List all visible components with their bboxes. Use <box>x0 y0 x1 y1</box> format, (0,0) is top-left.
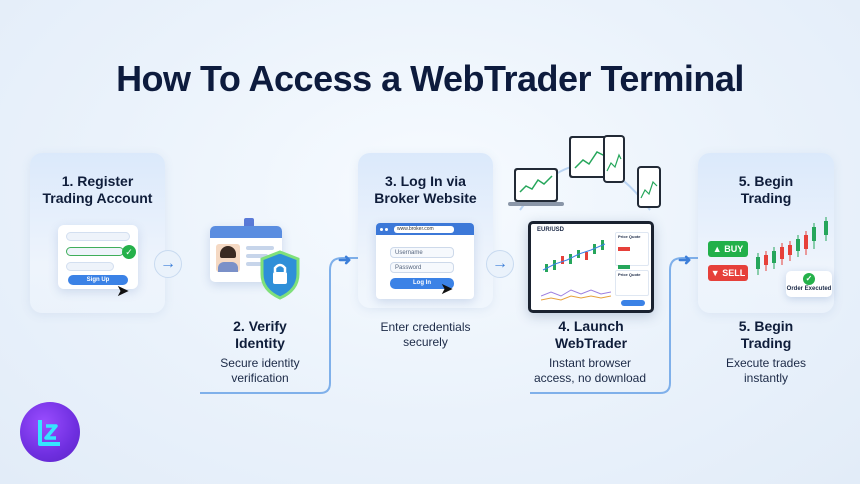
cursor-icon: ➤ <box>116 283 130 300</box>
password-field[interactable]: Password <box>390 262 454 273</box>
arrow-up-right-icon: ➜ <box>338 252 352 269</box>
triangle-up-icon: ▲ <box>712 244 722 254</box>
webtrader-monitor: EUR/USD Price Quote Price Quote <box>528 221 654 313</box>
check-icon: ✓ <box>122 245 136 259</box>
price-panel: Price Quote <box>615 270 649 296</box>
register-field[interactable] <box>66 247 124 256</box>
step-5-card: 5. Begin Trading ▲ BUY ▼ SELL ✓ Order Ex… <box>698 153 834 313</box>
step-5-desc: Execute trades instantly <box>725 356 807 385</box>
step-4-title: 4. Launch WebTrader <box>554 318 628 351</box>
register-field[interactable] <box>66 232 130 241</box>
arrow-up-right-icon: ➜ <box>678 252 692 269</box>
avatar <box>216 244 240 272</box>
step-1-card: 1. Register Trading Account ✓ Sign Up ➤ <box>30 153 165 313</box>
arrow-right-icon: → <box>154 250 182 278</box>
register-form: ✓ Sign Up <box>58 225 138 289</box>
browser-window: www.broker.com Username Password Log In <box>376 223 474 299</box>
register-field[interactable] <box>66 262 114 271</box>
step-5-title: 5. Begin Trading <box>738 318 794 351</box>
step-3-title: 3. Log In via Broker Website <box>374 173 477 206</box>
laptop-device <box>514 168 558 202</box>
sign-up-button[interactable]: Sign Up <box>68 275 128 285</box>
url-bar[interactable]: www.broker.com <box>394 225 454 233</box>
candlestick-chart <box>756 217 828 275</box>
buy-button[interactable]: ▲ BUY <box>708 241 748 257</box>
step-4-desc: Instant browser access, no download <box>533 356 647 385</box>
step-5-card-title: 5. Begin Trading <box>738 173 794 206</box>
logo-icon <box>38 420 60 446</box>
step-1-title: 1. Register Trading Account <box>42 173 153 206</box>
step-3-desc: Enter credentials securely <box>380 320 471 349</box>
step-2-title: 2. Verify Identity <box>233 318 287 351</box>
shield-lock-icon <box>260 250 300 300</box>
triangle-down-icon: ▼ <box>710 268 720 278</box>
trade-button[interactable] <box>621 300 645 306</box>
indicator-chart <box>541 289 611 301</box>
step-3-card: 3. Log In via Broker Website www.broker.… <box>358 153 493 308</box>
username-field[interactable]: Username <box>390 247 454 258</box>
price-panel: Price Quote <box>615 232 649 269</box>
pair-label: EUR/USD <box>537 227 565 233</box>
arrow-right-icon: → <box>486 250 514 278</box>
phone-device <box>637 166 661 208</box>
order-executed-badge: ✓ Order Executed <box>786 271 832 297</box>
candlestick-chart <box>542 240 606 272</box>
tablet-device <box>603 135 625 183</box>
brand-logo <box>20 402 80 462</box>
log-in-button[interactable]: Log In <box>390 278 454 289</box>
page-title: How To Access a WebTrader Terminal <box>116 58 744 99</box>
sell-button[interactable]: ▼ SELL <box>708 265 748 281</box>
cursor-icon: ➤ <box>440 281 454 298</box>
step-2-desc: Secure identity verification <box>220 356 300 385</box>
check-icon: ✓ <box>803 273 815 285</box>
